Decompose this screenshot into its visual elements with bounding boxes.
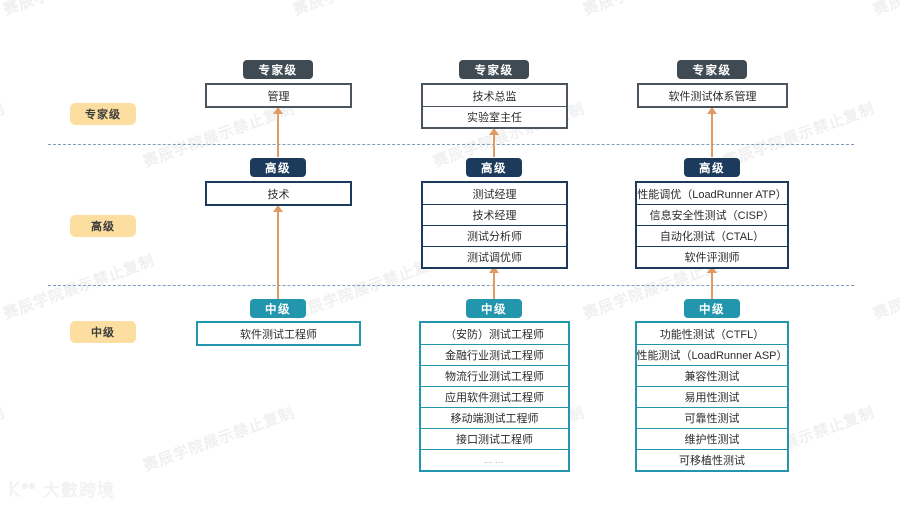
badge-col3-mid: 中级 <box>684 299 740 318</box>
watermark-text: 赛辰学院展示禁止复制 <box>870 0 900 20</box>
badge-col1-advanced: 高级 <box>250 158 306 177</box>
box-item-ellipsis: …… <box>421 449 568 470</box>
box-item: 物流行业测试工程师 <box>421 365 568 386</box>
band-label-advanced: 高级 <box>70 215 136 237</box>
box-item: 性能测试（LoadRunner ASP） <box>637 344 788 365</box>
box-item: 软件测试体系管理 <box>639 85 786 106</box>
box-item: 信息安全性测试（CISP） <box>637 204 787 225</box>
box-item: 测试经理 <box>423 183 566 204</box>
box-item: 维护性测试 <box>637 428 787 449</box>
badge-col3-advanced: 高级 <box>684 158 740 177</box>
box-item: （安防）测试工程师 <box>421 323 568 344</box>
box-item: 软件评测师 <box>637 246 787 267</box>
brand-logo: 大數跨境 <box>8 476 115 501</box>
group-col1-expert: 管理 <box>205 83 352 108</box>
arrow-col1-advanced-to-expert <box>273 107 283 157</box>
box-item: 功能性测试（CTFL） <box>637 323 787 344</box>
box-item: 应用软件测试工程师 <box>421 386 568 407</box>
badge-col3-expert: 专家级 <box>677 60 747 79</box>
box-item: 兼容性测试 <box>637 365 787 386</box>
watermark-text: 赛辰学院展示禁止复制 <box>871 252 900 323</box>
group-col2-expert: 技术总监 实验室主任 <box>421 83 568 129</box>
box-item: 测试调优师 <box>423 246 566 267</box>
badge-col1-mid: 中级 <box>250 299 306 318</box>
arrow-col3-mid-to-advanced <box>707 266 717 299</box>
watermark-text: 赛辰学院展示禁止复制 <box>0 404 8 475</box>
box-item: 接口测试工程师 <box>421 428 568 449</box>
badge-col1-expert: 专家级 <box>243 60 313 79</box>
watermark-text: 赛辰学院展示禁止复制 <box>141 404 298 475</box>
box-item: 可靠性测试 <box>637 407 787 428</box>
group-col2-mid: （安防）测试工程师 金融行业测试工程师 物流行业测试工程师 应用软件测试工程师 … <box>419 321 570 472</box>
arrow-col3-advanced-to-expert <box>707 107 717 157</box>
brand-logo-text: 大數跨境 <box>43 481 115 500</box>
box-item: 金融行业测试工程师 <box>421 344 568 365</box>
box-item: 移动端测试工程师 <box>421 407 568 428</box>
watermark-text: 赛辰学院展示禁止复制 <box>721 100 878 171</box>
box-item: 技术 <box>207 183 350 204</box>
box-item: 自动化测试（CTAL） <box>637 225 787 246</box>
box-item: 软件测试工程师 <box>198 323 359 344</box>
divider-advanced-mid <box>48 285 854 286</box>
band-label-mid: 中级 <box>70 321 136 343</box>
group-col2-advanced: 测试经理 技术经理 测试分析师 测试调优师 <box>421 181 568 269</box>
group-col1-mid: 软件测试工程师 <box>196 321 361 346</box>
watermark-text: 赛辰学院展示禁止复制 <box>1 252 158 323</box>
box-item: 技术总监 <box>423 85 566 106</box>
arrow-col2-advanced-to-expert <box>489 128 499 157</box>
box-item: 易用性测试 <box>637 386 787 407</box>
box-item: 测试分析师 <box>423 225 566 246</box>
badge-col2-expert: 专家级 <box>459 60 529 79</box>
badge-col2-advanced: 高级 <box>466 158 522 177</box>
box-item: 可移植性测试 <box>637 449 787 470</box>
watermark-text: 赛辰学院展示禁止复制 <box>290 0 448 20</box>
watermark-text: 赛辰学院展示禁止复制 <box>0 0 158 20</box>
box-item: 技术经理 <box>423 204 566 225</box>
watermark-text: 赛辰学院展示禁止复制 <box>0 100 8 171</box>
band-label-expert: 专家级 <box>70 103 136 125</box>
box-item: 实验室主任 <box>423 106 566 127</box>
group-col1-advanced: 技术 <box>205 181 352 206</box>
k-logo-icon <box>9 480 36 497</box>
badge-col2-mid: 中级 <box>466 299 522 318</box>
box-item: 管理 <box>207 85 350 106</box>
divider-expert-advanced <box>48 144 854 145</box>
group-col3-expert: 软件测试体系管理 <box>637 83 788 108</box>
arrow-col1-mid-to-advanced <box>273 205 283 299</box>
arrow-col2-mid-to-advanced <box>489 266 499 299</box>
group-col3-advanced: 性能调优（LoadRunner ATP） 信息安全性测试（CISP） 自动化测试… <box>635 181 789 269</box>
box-item: 性能调优（LoadRunner ATP） <box>637 183 787 204</box>
group-col3-mid: 功能性测试（CTFL） 性能测试（LoadRunner ASP） 兼容性测试 易… <box>635 321 789 472</box>
watermark-text: 赛辰学院展示禁止复制 <box>580 0 738 20</box>
